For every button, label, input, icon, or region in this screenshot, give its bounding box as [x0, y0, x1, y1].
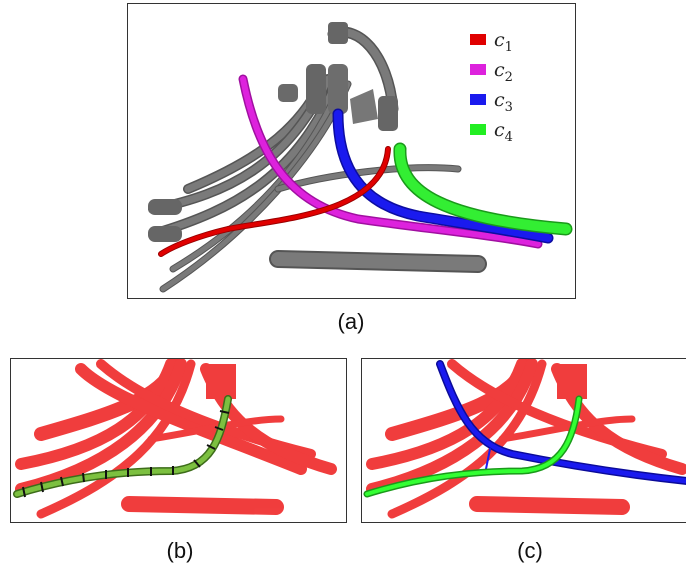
- legend-entry-c1: c1: [470, 29, 513, 55]
- pointcloud-render-b: [13, 359, 337, 519]
- panel-a-render: c1 c2 c3 c4: [127, 3, 576, 299]
- panel-b-pointcloud: [10, 358, 347, 523]
- panel-c-pointcloud: [361, 358, 686, 523]
- caption-b: (b): [166, 538, 194, 563]
- path-nodes: [22, 410, 230, 498]
- caption-c: (c): [517, 538, 543, 563]
- legend-label-c2: c2: [494, 59, 513, 85]
- red-point-cloud: [15, 359, 337, 519]
- legend-label-c1: c1: [494, 29, 513, 55]
- legend-label-c4: c4: [494, 119, 513, 145]
- red-point-cloud: [366, 359, 686, 519]
- green-curve: [363, 395, 583, 498]
- legend-entry-c4: c4: [470, 119, 513, 145]
- pointcloud-render-c: [363, 359, 686, 519]
- legend: c1 c2 c3 c4: [470, 29, 513, 145]
- cable-bundle-render: c1 c2 c3 c4: [148, 22, 573, 293]
- legend-entry-c3: c3: [470, 89, 513, 115]
- blue-curve: [436, 360, 686, 485]
- legend-entry-c2: c2: [470, 59, 513, 85]
- connectors: [148, 22, 398, 242]
- highlighted-curves: [158, 74, 573, 257]
- legend-label-c3: c3: [494, 89, 513, 115]
- caption-a: (a): [337, 309, 365, 334]
